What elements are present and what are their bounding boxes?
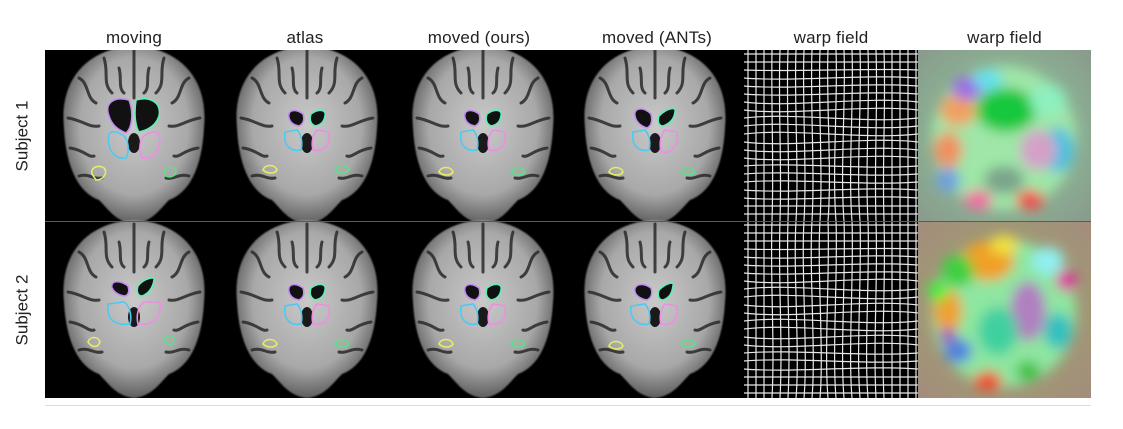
panel-subject1-moved-ours (412, 50, 553, 224)
panel-subject2-moved-ants (584, 220, 725, 398)
row-separator (45, 221, 1091, 222)
panel-subject2-atlas (236, 220, 377, 398)
panel-subject1-moved-ants (584, 50, 725, 224)
panel-subject2-moved-ours (412, 220, 553, 398)
column-title-moved-ours: moved (ours) (427, 28, 531, 47)
panel-subject2-warp-grid (743, 220, 919, 398)
column-title-warp-grid: warp field (793, 28, 869, 47)
panel-subject2-warp-rgb (918, 221, 1091, 398)
row-label-subject-1: Subject 1 (12, 100, 32, 171)
column-title-moving: moving (105, 28, 162, 47)
panel-subject1-warp-rgb (918, 50, 1091, 221)
column-title-atlas: atlas (286, 28, 324, 47)
column-title-warp-rgb: warp field (967, 28, 1042, 47)
figure-bottom-rule (45, 405, 1091, 406)
row-label-subject-2: Subject 2 (12, 274, 32, 345)
panel-subject1-atlas (236, 50, 377, 224)
figure-canvas (45, 50, 1091, 398)
panel-subject2-moving (63, 220, 204, 398)
registration-figure (45, 50, 1091, 398)
panel-subject1-moving (63, 50, 204, 224)
column-title-moved-ants: moved (ANTs) (601, 28, 713, 47)
panel-subject1-warp-grid (743, 50, 919, 222)
